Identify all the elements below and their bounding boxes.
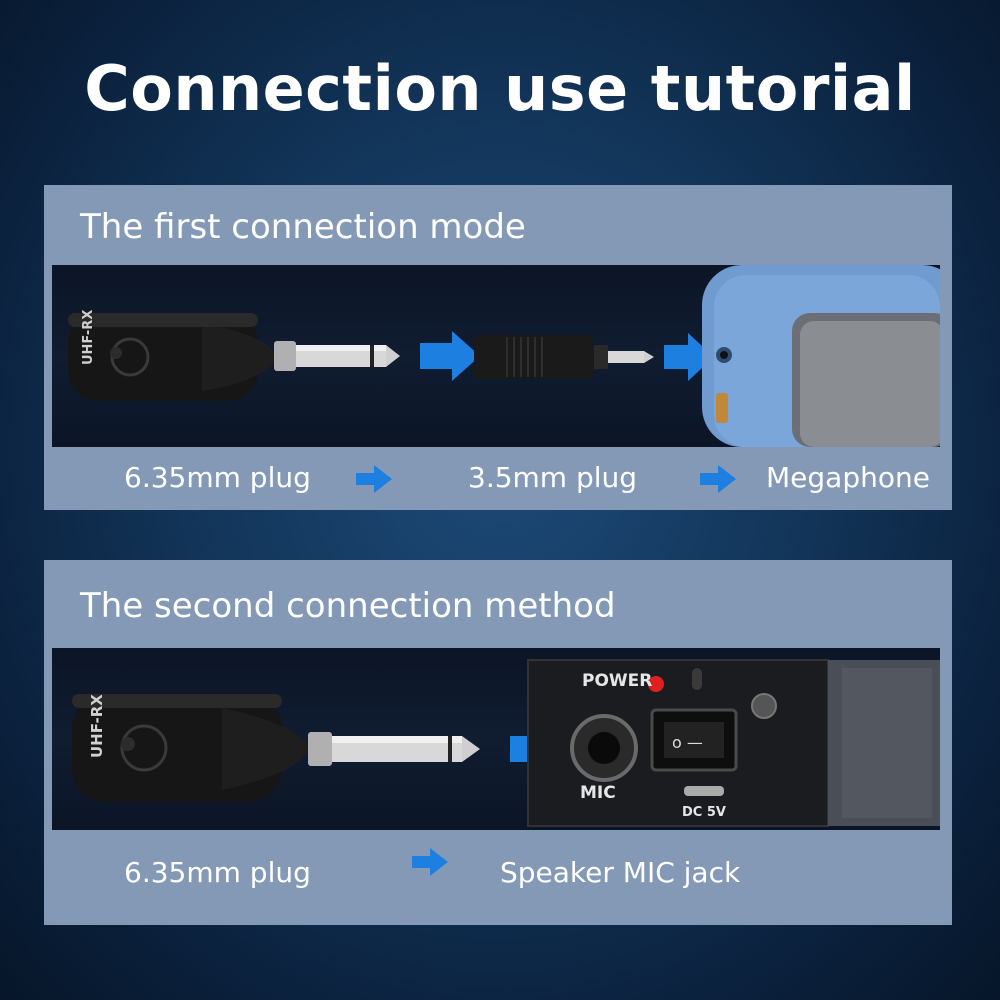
page-title: Connection use tutorial xyxy=(84,52,916,125)
step-label-speaker-mic-jack: Speaker MIC jack xyxy=(500,856,741,889)
arrow-icon xyxy=(700,465,736,493)
step-label-megaphone: Megaphone xyxy=(766,461,930,494)
second-connection-photo: UHF-RX o — xyxy=(52,648,940,830)
first-connection-panel: The first connection mode UHF-RX xyxy=(44,185,952,510)
adapter-3-5-image xyxy=(474,335,654,379)
arrow-icon xyxy=(356,465,392,493)
receiver-label: UHF-RX xyxy=(81,310,96,365)
arrow-icon xyxy=(420,331,480,381)
plug-6-35-image xyxy=(274,341,400,371)
dc-label: DC 5V xyxy=(682,805,726,820)
receiver-label: UHF-RX xyxy=(88,694,106,758)
arrow-icon xyxy=(664,333,714,381)
second-connection-panel: The second connection method UHF-RX xyxy=(44,560,952,925)
power-label: POWER xyxy=(582,671,652,691)
receiver-device-image: UHF-RX xyxy=(72,694,310,802)
plug-6-35-image xyxy=(308,732,480,766)
step-label-3-5mm-plug: 3.5mm plug xyxy=(468,461,638,494)
first-connection-heading: The first connection mode xyxy=(80,207,526,247)
first-connection-photo: UHF-RX xyxy=(52,265,940,447)
step-label-6-35mm-plug: 6.35mm plug xyxy=(124,461,311,494)
svg-text:o —: o — xyxy=(672,733,703,752)
mic-label: MIC xyxy=(580,783,616,803)
step-label-6-35mm-plug: 6.35mm plug xyxy=(124,856,311,889)
second-connection-heading: The second connection method xyxy=(80,586,616,626)
receiver-device-image: UHF-RX xyxy=(68,310,277,401)
speaker-panel-image: o — POWER MIC DC 5V xyxy=(527,659,829,827)
megaphone-image xyxy=(702,265,940,447)
arrow-icon xyxy=(412,848,448,876)
